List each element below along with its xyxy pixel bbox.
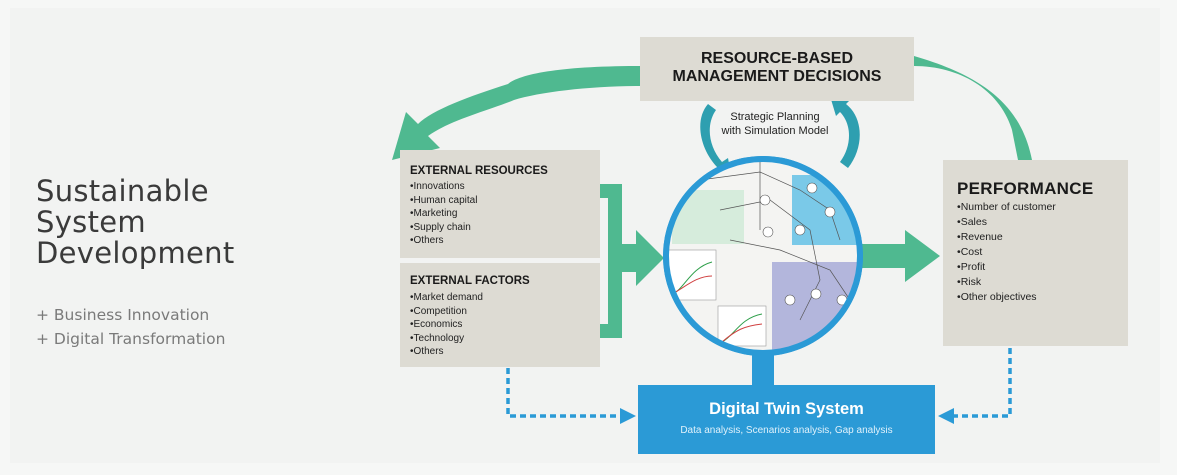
loop-right-arrow: [830, 96, 860, 168]
list-item: Risk: [957, 275, 1056, 290]
heading-line-3: Development: [36, 236, 235, 270]
right-arrow-to-performance: [860, 230, 940, 282]
list-item: Technology: [410, 332, 483, 346]
list-item: Supply chain: [410, 221, 477, 235]
list-item: Marketing: [410, 207, 477, 221]
circle-to-digital-twin-stem: [752, 352, 774, 388]
management-decisions-box: RESOURCE-BASED MANAGEMENT DECISIONS: [640, 37, 914, 101]
list-item: Economics: [410, 318, 483, 332]
list-item: Profit: [957, 260, 1056, 275]
subheading-digital-transformation: + Digital Transformation: [36, 330, 226, 348]
list-item: Revenue: [957, 230, 1056, 245]
external-resources-list: Innovations Human capital Marketing Supp…: [410, 180, 478, 248]
external-resources-title: EXTERNAL RESOURCES: [410, 165, 548, 177]
heading-line-1: Sustainable: [36, 174, 209, 208]
dotted-arrows: [506, 348, 1012, 418]
heading-line-2: System: [36, 205, 146, 239]
list-item: Number of customer: [957, 200, 1056, 215]
dotted-arrow-right-head: [938, 408, 954, 424]
external-factors-box: EXTERNAL FACTORS Market demand Competiti…: [400, 263, 600, 367]
dotted-arrow-left-head: [620, 408, 636, 424]
sub-heading: + Business Innovation + Digital Transfor…: [36, 303, 225, 351]
list-item: Sales: [957, 215, 1056, 230]
management-title-line-1: RESOURCE-BASED: [700, 50, 853, 67]
performance-title: PERFORMANCE: [957, 179, 1094, 198]
main-heading: Sustainable System Development: [36, 176, 235, 269]
left-into-circle-arrow: [608, 230, 664, 286]
performance-list: Number of customer Sales Revenue Cost Pr…: [957, 200, 1056, 305]
list-item: Human capital: [410, 194, 478, 208]
external-factors-title: EXTERNAL FACTORS: [410, 275, 530, 287]
management-title-line-2: MANAGEMENT DECISIONS: [672, 68, 882, 85]
external-resources-box: EXTERNAL RESOURCES Innovations Human cap…: [400, 150, 600, 258]
strategic-line-1: Strategic Planning: [730, 111, 820, 123]
list-item: Competition: [410, 305, 483, 319]
list-item: Market demand: [410, 291, 483, 305]
external-factors-list: Market demand Competition Economics Tech…: [410, 291, 483, 359]
list-item: Others: [410, 345, 483, 359]
list-item: Others: [410, 234, 477, 248]
list-item: Innovations: [410, 180, 477, 194]
loop-left-arrow: [700, 104, 732, 180]
digital-twin-subtitle: Data analysis, Scenarios analysis, Gap a…: [680, 425, 893, 436]
list-item: Other objectives: [957, 290, 1056, 305]
list-item: Cost: [957, 245, 1056, 260]
top-left-curved-arrow: [392, 66, 640, 160]
top-right-curved-arrow: [914, 56, 1032, 160]
strategic-planning-label: Strategic Planning with Simulation Model: [695, 110, 855, 138]
management-decisions-title: RESOURCE-BASED MANAGEMENT DECISIONS: [640, 50, 914, 86]
subheading-business-innovation: + Business Innovation: [36, 306, 210, 324]
digital-twin-box: Digital Twin System Data analysis, Scena…: [638, 385, 935, 454]
strategic-line-2: with Simulation Model: [721, 125, 829, 137]
digital-twin-title: Digital Twin System: [709, 400, 864, 418]
performance-box: PERFORMANCE Number of customer Sales Rev…: [943, 160, 1128, 346]
